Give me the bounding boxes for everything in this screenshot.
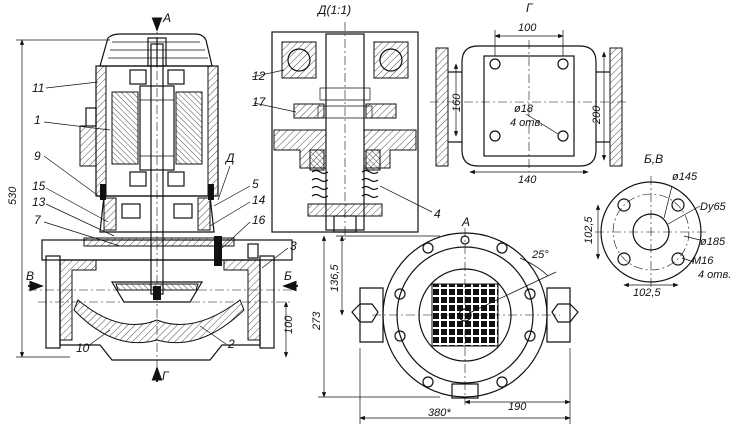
callout-12: 12 [252, 69, 266, 83]
view-bv-title: Б,В [644, 152, 663, 166]
lantern-bracket [99, 195, 215, 233]
dim-flange-w: 102,5 [633, 287, 661, 299]
impeller [110, 281, 204, 303]
callout-1: 1 [34, 113, 41, 127]
dim-136: 136,5 [329, 264, 341, 292]
callout-15: 15 [32, 179, 46, 193]
callout-11: 11 [32, 81, 44, 95]
dim-top-200: 200 [591, 105, 603, 125]
detail-section-d: Д(1:1) 12 17 4 [251, 3, 441, 240]
callout-13: 13 [32, 195, 46, 209]
dim-top-160: 160 [451, 93, 463, 112]
view-a-title: А [461, 215, 470, 229]
callout-5: 5 [252, 177, 259, 191]
dim-flange-dn: Dy65 [700, 201, 727, 213]
dim-top-100: 100 [518, 22, 537, 34]
dim-flange-count: 4 отв. [698, 269, 731, 281]
arrow-g-label: Г [162, 369, 170, 383]
dim-angle-25: 25° [531, 249, 549, 261]
dim-380: 380* [428, 407, 451, 419]
view-g-title: Г [526, 1, 534, 15]
callout-3: 3 [290, 239, 297, 253]
arrow-b-label: Б [284, 269, 292, 283]
front-view: 530 А [7, 11, 298, 383]
dim-top-140: 140 [518, 174, 537, 186]
callout-10: 10 [76, 341, 90, 355]
dim-273: 273 [311, 311, 323, 331]
callout-16: 16 [252, 213, 266, 227]
callout-7: 7 [34, 213, 42, 227]
callout-2: 2 [227, 337, 235, 351]
callout-14: 14 [252, 193, 266, 207]
flange-view-bv: Б,В ø145 Dy65 ø185 M16 4 отв. 102,5 102,… [583, 152, 731, 299]
dim-flange-h: 102,5 [583, 216, 595, 244]
dim-top-holes-count: 4 отв. [510, 117, 543, 129]
fan-cover [99, 33, 213, 67]
top-view-g: Г 100 ø18 4 отв. 160 200 140 [430, 1, 628, 186]
section-d-title: Д(1:1) [316, 3, 351, 17]
dim-flange-145: ø145 [672, 171, 698, 183]
callout-17: 17 [252, 95, 267, 109]
top-base-plate [461, 45, 597, 167]
dim-190: 190 [508, 401, 527, 413]
dim-top-holes: ø18 [514, 103, 534, 115]
callout-9: 9 [34, 149, 41, 163]
dim-100-outlet: 100 [283, 315, 295, 334]
dim-530: 530 [7, 186, 19, 205]
arrow-a-label: А [162, 11, 171, 25]
bottom-view-a: А 25° 136,5 273 [311, 215, 579, 424]
callout-4: 4 [434, 207, 441, 221]
arrow-v-label: В [26, 269, 34, 283]
dim-flange-185: ø185 [700, 236, 726, 248]
dim-flange-m16: M16 [692, 255, 714, 267]
detail-d-label: Д [224, 151, 235, 165]
